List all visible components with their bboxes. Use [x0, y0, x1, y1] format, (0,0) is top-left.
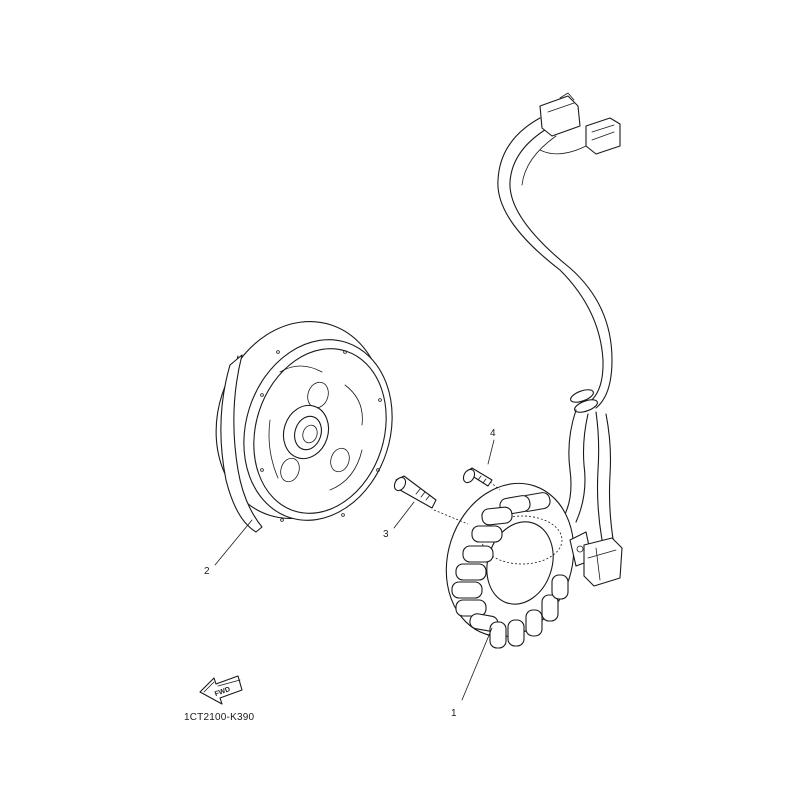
rotor-drawing: [215, 321, 393, 533]
bolt-drawing: [393, 475, 437, 509]
stator-drawing: [433, 481, 623, 649]
diagram-code: 1CT2100-K390: [184, 712, 254, 723]
fwd-arrow-icon: FWD: [199, 675, 243, 705]
part-number-3: 3: [383, 529, 389, 540]
leader-line-2: [214, 519, 253, 566]
part-number-1: 1: [451, 708, 457, 719]
wiring-harness: [497, 117, 615, 546]
part-number-2: 2: [204, 566, 210, 577]
connector-socket: [585, 117, 621, 155]
screw-drawing: [462, 467, 493, 487]
leader-line-3: [393, 501, 415, 529]
part-number-4: 4: [490, 428, 496, 439]
leader-line-1: [461, 627, 493, 701]
connector-plug: [539, 92, 581, 137]
leader-line-4: [487, 439, 495, 465]
